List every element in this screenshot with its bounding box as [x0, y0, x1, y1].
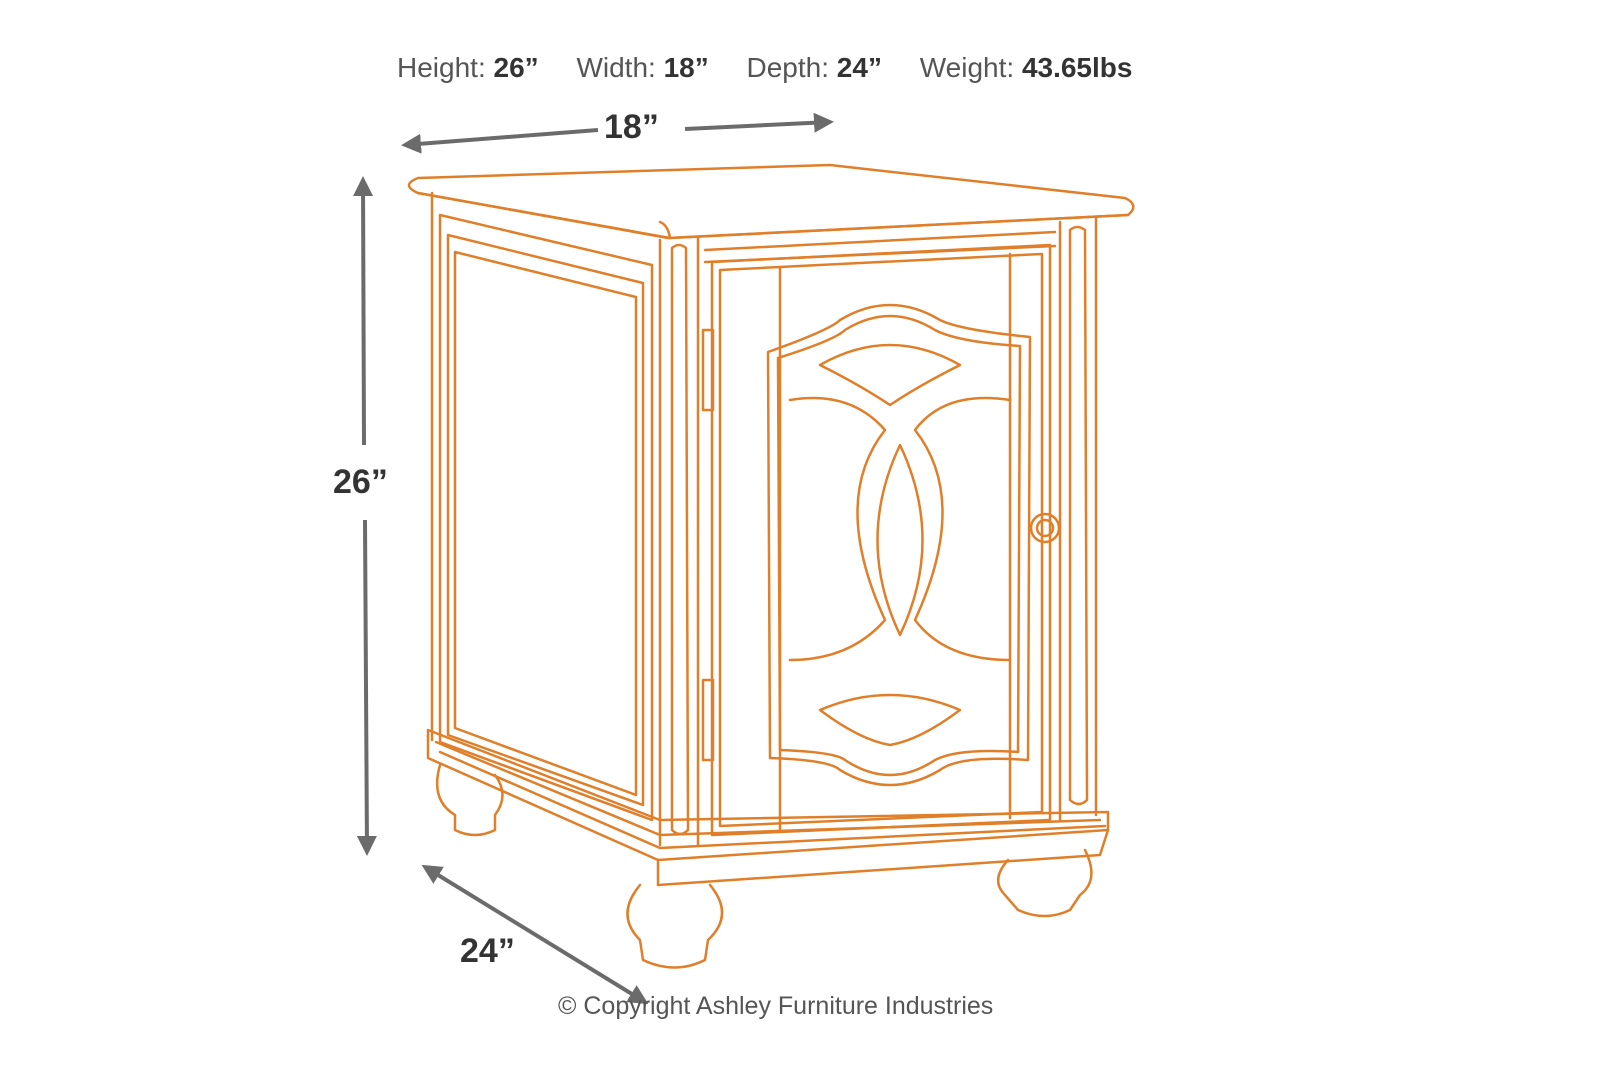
width-arrow: [401, 112, 834, 154]
width-dimension-label: 18”: [604, 108, 659, 146]
height-dimension-label: 26”: [333, 463, 388, 501]
spec-width: Width: 18”: [576, 52, 708, 83]
cabinet-door: [701, 243, 1061, 837]
table-top: [407, 163, 1135, 240]
table-base: [426, 728, 1110, 887]
spec-width-value: 18”: [663, 52, 709, 83]
spec-weight: Weight: 43.65lbs: [920, 52, 1133, 83]
side-panel: [430, 191, 654, 822]
spec-width-label: Width:: [576, 52, 656, 83]
depth-arrow: [421, 864, 649, 1005]
spec-height: Height: 26”: [397, 52, 539, 83]
specifications-bar: Height: 26” Width: 18” Depth: 24” Weight…: [397, 52, 1162, 84]
spec-weight-value: 43.65lbs: [1021, 52, 1133, 83]
spec-weight-label: Weight:: [919, 52, 1015, 83]
spec-depth-value: 24”: [836, 52, 882, 83]
spec-height-label: Height:: [397, 52, 486, 83]
spec-height-value: 26”: [493, 52, 539, 83]
height-arrow: [353, 176, 377, 856]
depth-dimension-label: 24”: [460, 932, 515, 970]
copyright-notice: © Copyright Ashley Furniture Industries: [558, 992, 994, 1020]
spec-depth-label: Depth:: [746, 52, 830, 83]
door-knob: [1029, 512, 1061, 544]
spec-depth: Depth: 24”: [747, 52, 882, 83]
table-legs: [435, 763, 1093, 969]
